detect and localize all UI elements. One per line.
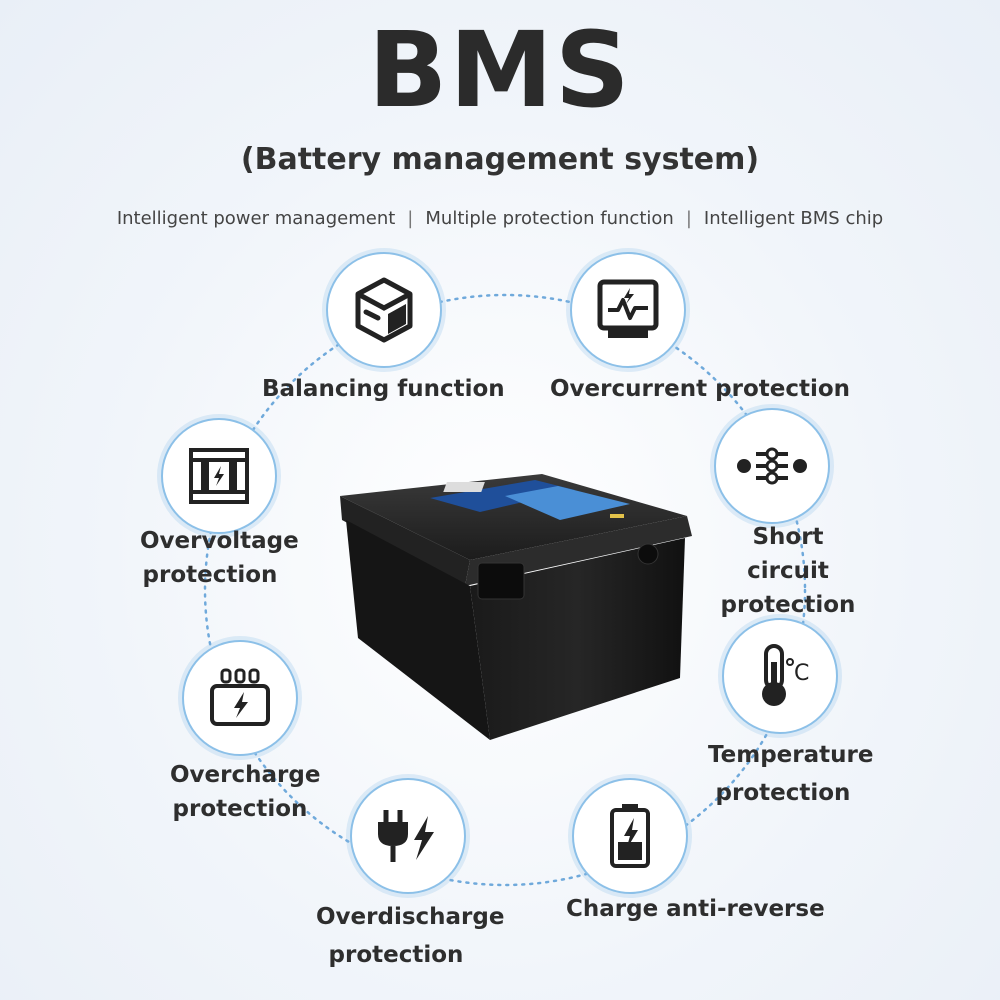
label-charge-anti-reverse: Charge anti-reverse [566, 896, 825, 922]
overcharge-protection-badge [182, 640, 298, 756]
balancing-function-badge [326, 252, 442, 368]
label-overcharge-protection: Overcharge protection [170, 758, 321, 826]
overcurrent-protection-badge [570, 252, 686, 368]
label-overcurrent-protection: Overcurrent protection [550, 376, 851, 402]
page-title: BMS [368, 9, 632, 131]
cube-icon [355, 277, 413, 343]
battery-box-image [340, 474, 692, 740]
label-temperature-protection: Temperature protection [708, 736, 874, 812]
svg-text:C: C [794, 661, 809, 686]
tagline-3: Intelligent BMS chip [703, 208, 884, 229]
label-overvoltage-protection: Overvoltage protection [140, 524, 299, 592]
tagline-2: Multiple protection function [425, 208, 674, 229]
plug-bolt-icon [378, 810, 434, 862]
charge-anti-reverse-badge [572, 778, 688, 894]
overdischarge-protection-badge [350, 778, 466, 894]
label-temperature-text: Temperature protection [708, 742, 874, 806]
thermometer-celsius-icon: C [762, 644, 809, 706]
label-balancing-function: Balancing function [262, 376, 505, 402]
label-short-circuit-text: Short circuit protection [720, 524, 856, 618]
monitor-pulse-icon [597, 279, 659, 338]
temperature-protection-badge: C [722, 618, 838, 734]
page-subtitle: (Battery management system) [240, 142, 760, 177]
overvoltage-protection-badge [161, 418, 277, 534]
tagline-separator: | [407, 208, 414, 229]
label-overdischarge-text: Overdischarge protection [316, 904, 505, 968]
label-overvoltage-text: Overvoltage protection [140, 528, 299, 588]
circuit-switch-icon [737, 447, 807, 485]
charger-icon [210, 668, 270, 726]
tagline-1: Intelligent power management [116, 208, 396, 229]
short-circuit-protection-badge [714, 408, 830, 524]
label-overdischarge-protection: Overdischarge protection [316, 898, 505, 974]
voltage-cell-icon [189, 448, 249, 504]
tagline-row: Intelligent power management | Multiple … [0, 208, 1000, 229]
label-short-circuit-protection: Short circuit protection [718, 520, 858, 622]
label-overcharge-text: Overcharge protection [170, 762, 321, 822]
battery-bolt-icon [610, 804, 650, 868]
tagline-separator: | [685, 208, 692, 229]
